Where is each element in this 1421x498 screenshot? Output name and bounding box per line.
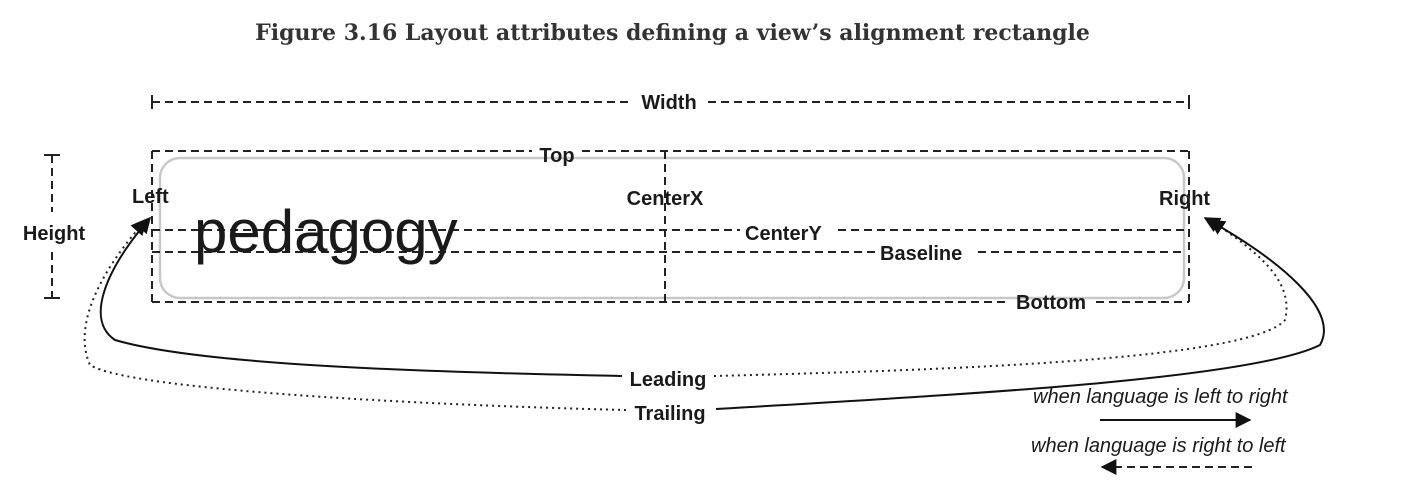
height-label: Height — [23, 223, 86, 245]
width-dimension — [151, 95, 1190, 109]
left-label: Left — [132, 186, 169, 208]
leading-label: Leading — [630, 369, 707, 391]
sample-text: pedagogy — [194, 198, 458, 265]
legend-rtl-text: when language is right to left — [1031, 435, 1287, 457]
baseline-label: Baseline — [880, 243, 962, 265]
trailing-label: Trailing — [634, 403, 705, 425]
right-label: Right — [1159, 188, 1210, 210]
legend-ltr-text: when language is left to right — [1033, 386, 1289, 408]
trailing-dotted-curve — [83, 218, 627, 411]
leading-arrow-curve — [99, 216, 623, 377]
alignment-rectangle — [151, 150, 1190, 303]
figure-caption: Figure 3.16 Layout attributes defining a… — [255, 20, 1090, 46]
top-label: Top — [539, 145, 574, 167]
view-rounded-rect — [158, 156, 1186, 300]
center-x-label: CenterX — [627, 188, 704, 210]
height-dimension — [44, 154, 60, 299]
trailing-arrow-curve — [715, 217, 1325, 410]
leading-dotted-curve — [713, 219, 1288, 377]
center-y-label: CenterY — [745, 223, 822, 245]
bottom-label: Bottom — [1016, 292, 1086, 314]
width-label: Width — [641, 92, 696, 114]
